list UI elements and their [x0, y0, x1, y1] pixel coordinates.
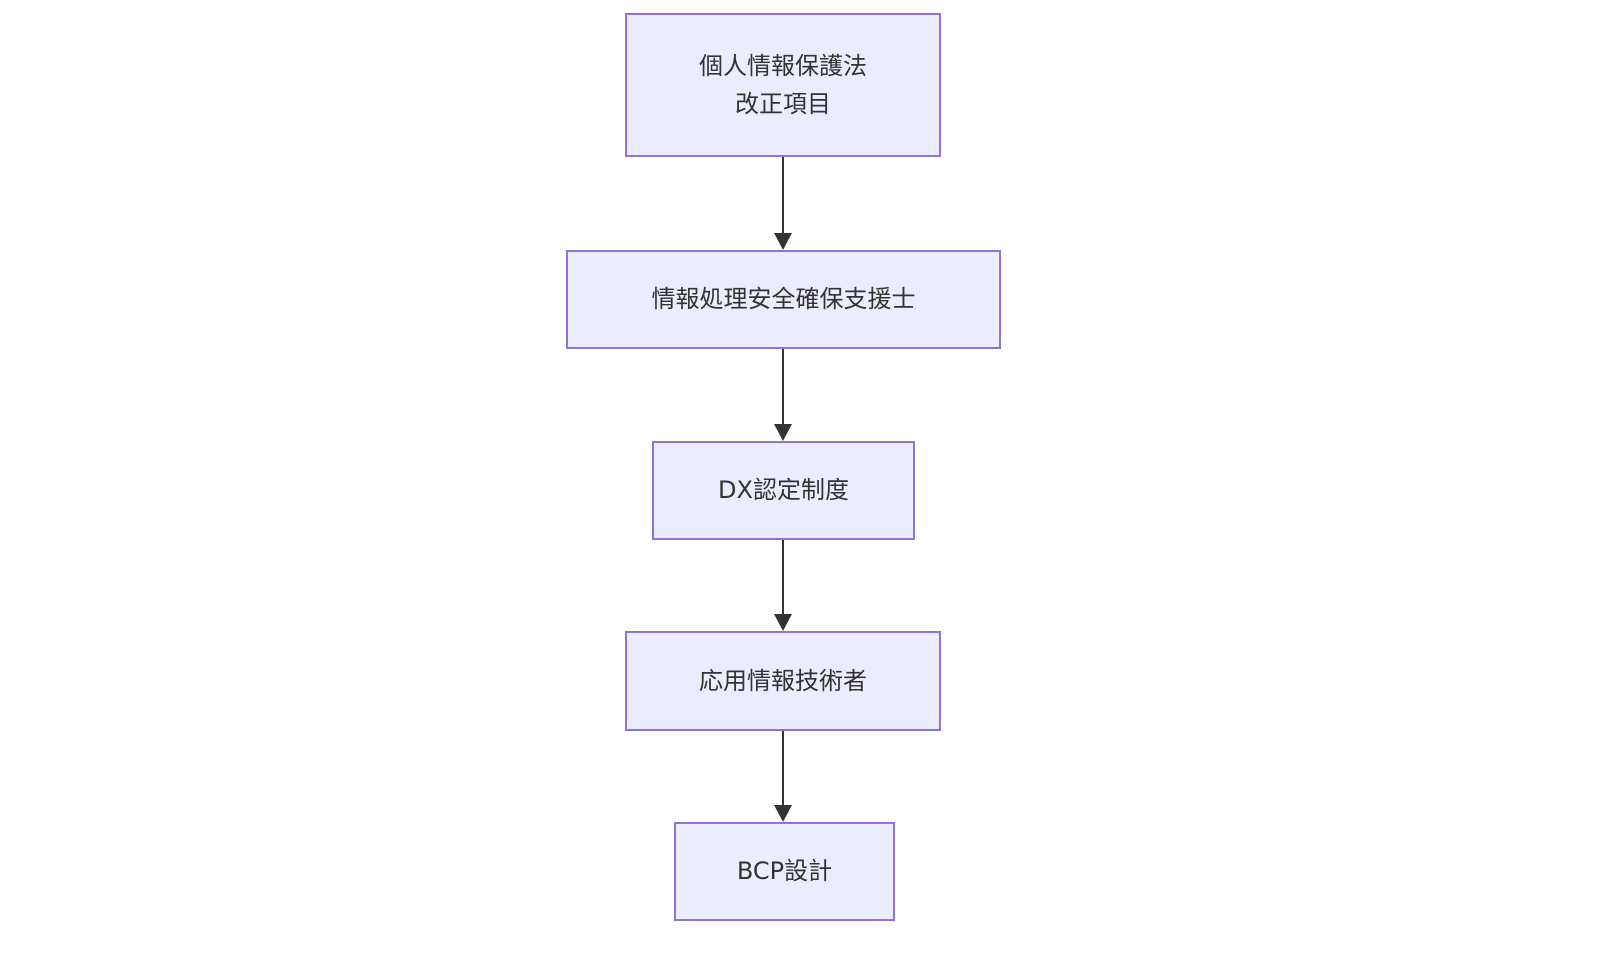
arrow-down-icon — [774, 424, 792, 441]
flow-edge-line-1 — [782, 157, 784, 233]
flow-edge-line-3 — [782, 540, 784, 614]
flowchart-node-oyo-joho-gijutsusha: 応用情報技術者 — [625, 631, 941, 731]
arrow-down-icon — [774, 614, 792, 631]
flowchart-node-joho-shori-anzen: 情報処理安全確保支援士 — [566, 250, 1001, 349]
flow-edge-line-4 — [782, 731, 784, 805]
flowchart-node-dx-nintei-seido: DX認定制度 — [652, 441, 915, 540]
flowchart-node-bcp-sekkei: BCP設計 — [674, 822, 895, 921]
arrow-down-icon — [774, 805, 792, 822]
flowchart-node-kojin-joho-hogoho: 個人情報保護法 改正項目 — [625, 13, 941, 157]
flow-edge-line-2 — [782, 349, 784, 424]
arrow-down-icon — [774, 233, 792, 250]
